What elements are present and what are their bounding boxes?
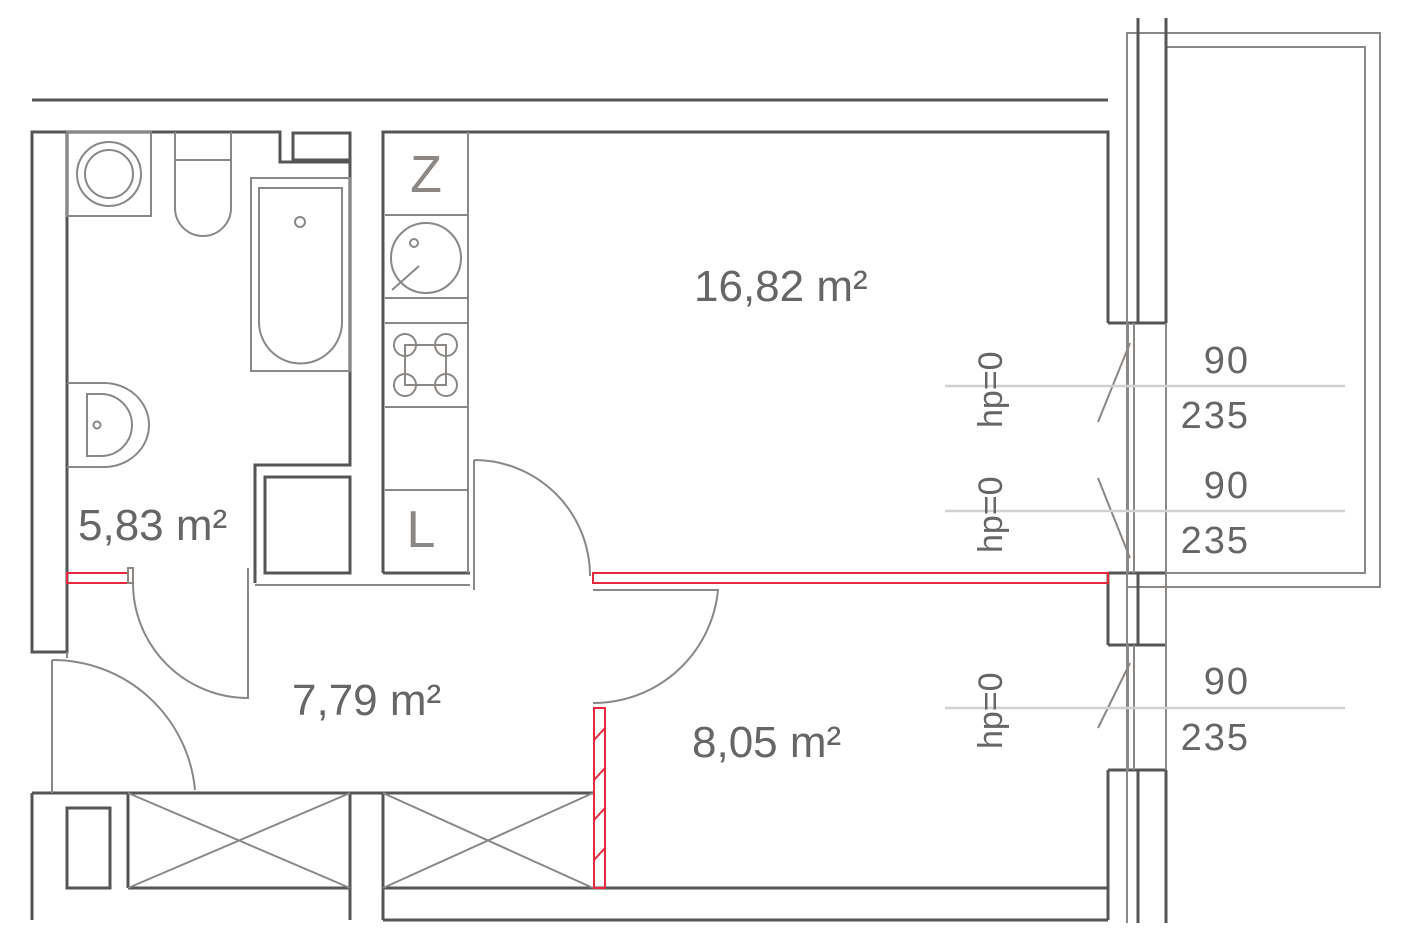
- stove-icon: [393, 333, 458, 397]
- window-height-1: 235: [1181, 395, 1250, 437]
- window-sill-3: 90: [1204, 661, 1250, 703]
- window-sill-2: 90: [1204, 465, 1250, 507]
- window-hp-1: hp=0: [972, 351, 1010, 428]
- living-room-area: 16,82 m²: [694, 262, 868, 311]
- window-sill-1: 90: [1204, 340, 1250, 382]
- window-dimensions: 90 235 90 235 90 235 hp=0 hp=0 hp=0: [945, 340, 1345, 759]
- bathroom-area: 5,83 m²: [78, 501, 227, 550]
- bathroom-fixtures: [66, 131, 351, 468]
- window-hp-2: hp=0: [972, 476, 1010, 553]
- fridge-label: Z: [410, 146, 442, 204]
- bathtub-icon: [250, 177, 351, 372]
- dishwasher-label: L: [407, 501, 436, 559]
- kitchen-sink-icon: [390, 222, 462, 294]
- doors: [51, 459, 720, 793]
- hall-area: 7,79 m²: [292, 676, 441, 725]
- washing-machine-icon: [66, 131, 152, 217]
- bedroom-area: 8,05 m²: [692, 718, 841, 767]
- sink-icon: [67, 382, 150, 468]
- window-hp-3: hp=0: [972, 672, 1010, 749]
- partitions: [66, 572, 1109, 889]
- window-height-3: 235: [1181, 717, 1250, 759]
- toilet-icon: [174, 132, 232, 237]
- window-height-2: 235: [1181, 520, 1250, 562]
- kitchen-counter: Z L: [385, 132, 469, 573]
